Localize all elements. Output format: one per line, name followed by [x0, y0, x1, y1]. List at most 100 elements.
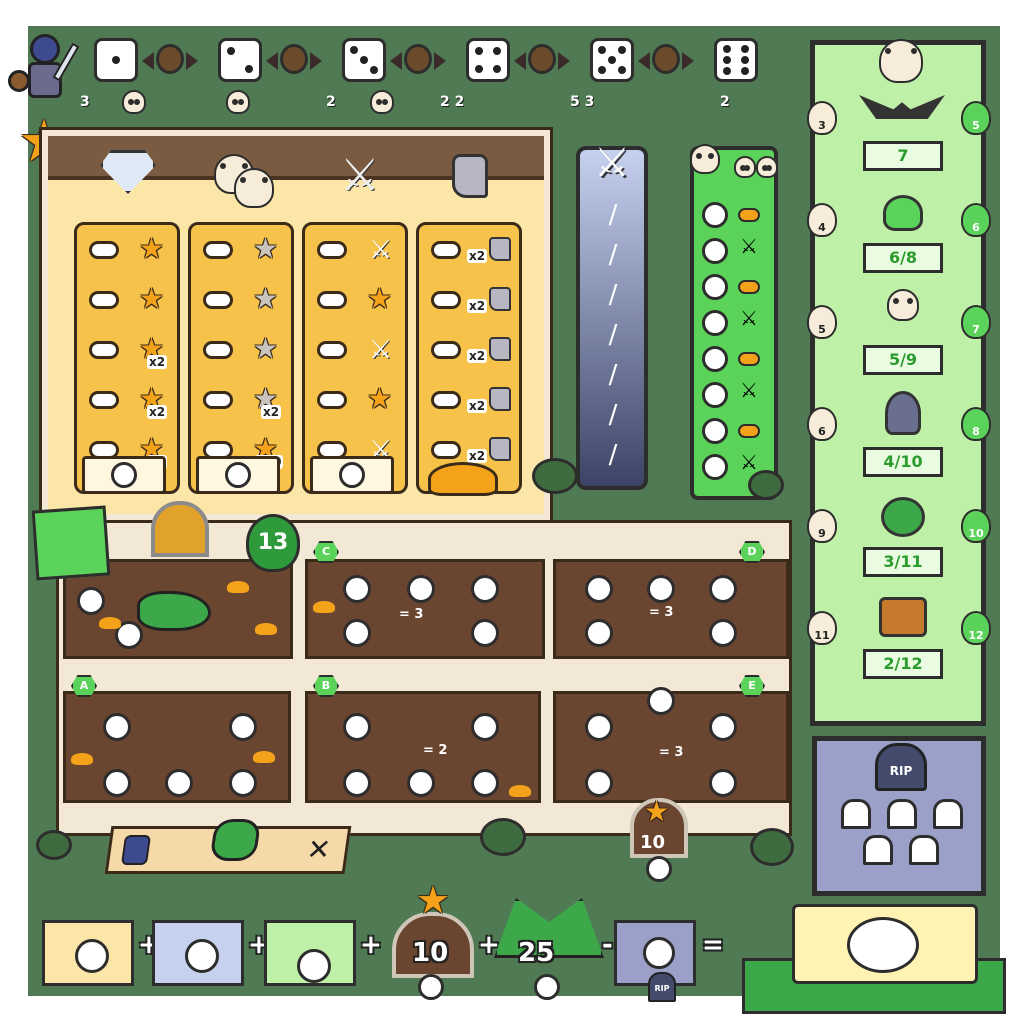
path-node[interactable] [343, 769, 371, 797]
exit-score-slot[interactable] [646, 856, 672, 882]
path-node[interactable] [407, 575, 435, 603]
crossed-swords-icon: ⚔ [340, 150, 380, 201]
room-label-c: C [313, 541, 339, 563]
monster-box[interactable]: 6/8 [863, 243, 943, 273]
boot-icon [452, 154, 488, 198]
path-node[interactable] [647, 575, 675, 603]
final-dragon-slot[interactable] [534, 974, 560, 1000]
path-node[interactable] [115, 621, 143, 649]
dice-track: 3 2 2 2 5 3 2 [80, 38, 774, 122]
key-slot[interactable] [702, 454, 728, 480]
bush-decoration [750, 828, 794, 866]
score-box-skull[interactable] [196, 456, 280, 494]
skull-icon [734, 156, 756, 178]
sword-slot[interactable]: / [608, 400, 618, 430]
treasure-column-sword: ⚔ ★ ⚔ ★ ⚔ [302, 222, 408, 494]
total-score-box[interactable] [792, 904, 978, 984]
tomb-slot[interactable] [933, 799, 963, 829]
key-slot[interactable] [702, 238, 728, 264]
sword-slot[interactable]: / [608, 280, 618, 310]
monster-box[interactable]: 2/12 [863, 649, 943, 679]
monster-level-left: 6 [807, 407, 837, 441]
exit-door [630, 798, 688, 858]
path-node[interactable] [647, 687, 675, 715]
gold-pile-icon [428, 462, 498, 496]
path-node[interactable] [165, 769, 193, 797]
final-star-slot[interactable] [418, 974, 444, 1000]
tomb-slot[interactable] [909, 835, 939, 865]
path-node[interactable] [471, 575, 499, 603]
final-treasure-box[interactable] [42, 920, 134, 986]
monster-box[interactable]: 7 [863, 141, 943, 171]
path-node[interactable] [585, 575, 613, 603]
bat-icon [859, 95, 945, 119]
graveyard: RIP [812, 736, 986, 896]
path-node[interactable] [585, 713, 613, 741]
key-slot[interactable] [702, 274, 728, 300]
final-sword-box[interactable] [152, 920, 244, 986]
sword-header-icon: ⚔ [594, 140, 630, 186]
score-box-sword[interactable] [310, 456, 394, 494]
path-node[interactable] [407, 769, 435, 797]
tomb-slot[interactable] [841, 799, 871, 829]
die-3[interactable] [342, 38, 386, 82]
monster-level-right: 10 [961, 509, 991, 543]
bush-decoration [748, 470, 784, 500]
key-slot[interactable] [702, 202, 728, 228]
path-node[interactable] [103, 769, 131, 797]
path-node[interactable] [709, 619, 737, 647]
path-node[interactable] [471, 713, 499, 741]
path-node[interactable] [229, 769, 257, 797]
room-rule: = 2 [423, 743, 448, 758]
sword-slot[interactable]: / [608, 360, 618, 390]
path-node[interactable] [585, 619, 613, 647]
die-6[interactable] [714, 38, 758, 82]
final-monster-box[interactable] [264, 920, 356, 986]
die-1[interactable] [94, 38, 138, 82]
sword-icon: ⚔ [740, 378, 758, 402]
monster-box[interactable]: 3/11 [863, 547, 943, 577]
tomb-slot[interactable] [887, 799, 917, 829]
plus-sign: + [478, 930, 500, 960]
treasure-room: ⚔ ★ ★ ★x2 ★x2 ★x3 ★ ★ ★ ★x2 ★x20 ⚔ ★ ⚔ ★… [39, 127, 553, 523]
sword-slot[interactable]: / [608, 240, 618, 270]
tomb-slot[interactable] [863, 835, 893, 865]
path-node[interactable] [343, 713, 371, 741]
path-node[interactable] [229, 713, 257, 741]
monster-level-left: 5 [807, 305, 837, 339]
reward-multiplier: x2 [467, 399, 488, 413]
cross-icon: ✕ [304, 833, 333, 866]
monster-box[interactable]: 4/10 [863, 447, 943, 477]
die-4[interactable] [466, 38, 510, 82]
die-5[interactable] [590, 38, 634, 82]
key-slot[interactable] [702, 310, 728, 336]
score-box-diamond[interactable] [82, 456, 166, 494]
path-node[interactable] [343, 575, 371, 603]
path-node[interactable] [103, 713, 131, 741]
room-c [305, 559, 545, 659]
path-node[interactable] [709, 713, 737, 741]
path-node[interactable] [585, 769, 613, 797]
key-track: ⚔ ⚔ ⚔ ⚔ [690, 144, 778, 500]
path-node[interactable] [343, 619, 371, 647]
path-node[interactable] [471, 619, 499, 647]
path-node[interactable] [77, 587, 105, 615]
sword-slot[interactable]: / [608, 320, 618, 350]
path-node[interactable] [471, 769, 499, 797]
room-label-d: D [739, 541, 765, 563]
lock-2 [266, 44, 322, 74]
key-slot[interactable] [702, 346, 728, 372]
key-slot[interactable] [702, 418, 728, 444]
monster-box[interactable]: 5/9 [863, 345, 943, 375]
path-node[interactable] [709, 575, 737, 603]
die-2[interactable] [218, 38, 262, 82]
monster-level-right: 7 [961, 305, 991, 339]
path-node[interactable] [709, 769, 737, 797]
exit-value: 10 [640, 832, 666, 853]
key-slot[interactable] [702, 382, 728, 408]
room-rule: = 3 [659, 745, 684, 760]
final-star-icon: ★ [416, 878, 451, 922]
sword-slot[interactable]: / [608, 200, 618, 230]
sword-slot[interactable]: / [608, 440, 618, 470]
